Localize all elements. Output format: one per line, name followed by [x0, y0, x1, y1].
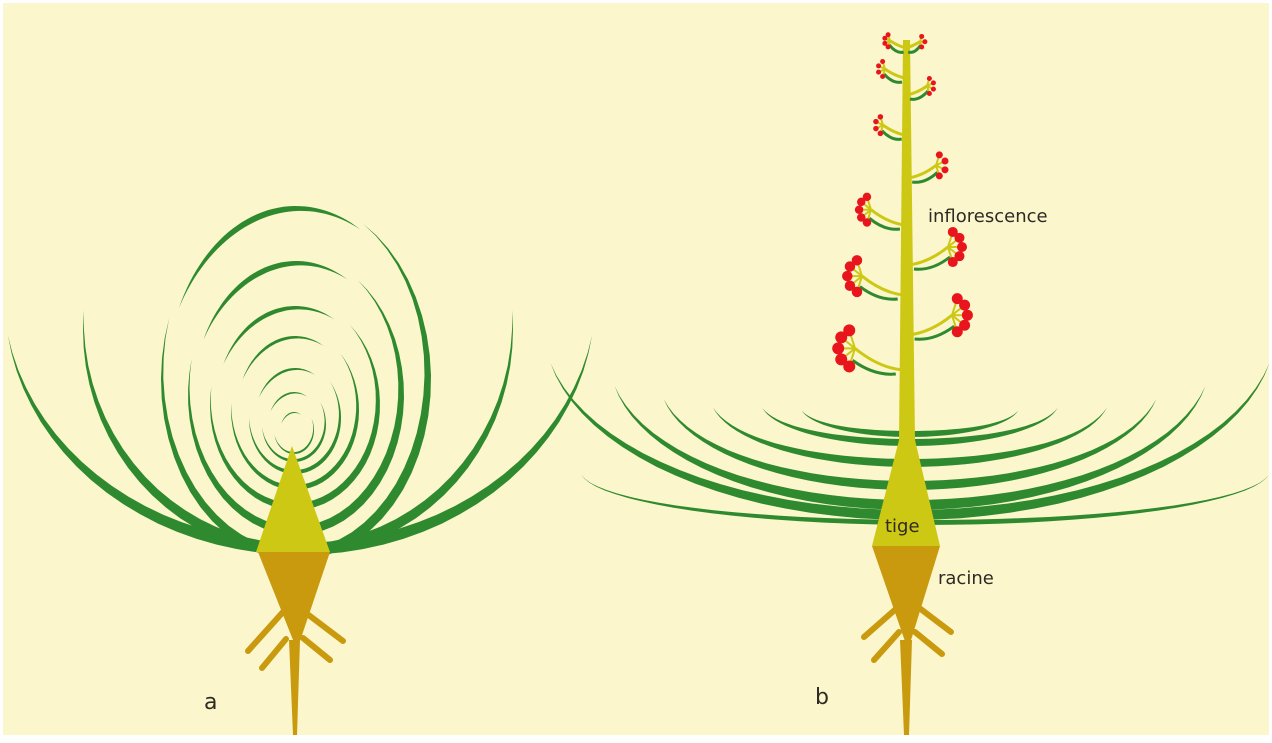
flower: [873, 126, 879, 132]
flower: [880, 74, 885, 79]
background: [3, 3, 1269, 735]
flower: [857, 198, 866, 207]
flower: [941, 166, 948, 173]
flower: [922, 39, 927, 44]
panel-a-letter: a: [204, 690, 217, 715]
flower: [852, 287, 863, 298]
flower: [876, 70, 881, 75]
flower: [880, 59, 885, 64]
flower: [863, 218, 872, 227]
flower: [876, 63, 881, 68]
flower: [927, 76, 932, 81]
root-label: racine: [938, 568, 994, 589]
inflorescence-label: inflorescence: [928, 206, 1048, 227]
flower: [832, 342, 844, 354]
flower: [882, 36, 887, 41]
flower: [873, 119, 879, 125]
flower: [957, 242, 967, 252]
flower: [931, 87, 936, 92]
flower: [962, 310, 973, 321]
flower: [855, 205, 864, 214]
flower: [919, 34, 924, 39]
flower: [919, 44, 924, 49]
flower: [927, 91, 932, 96]
flower: [878, 114, 884, 120]
flower: [843, 360, 855, 372]
flower: [936, 172, 943, 179]
flower: [954, 233, 964, 243]
flower: [878, 131, 884, 137]
flower: [931, 80, 936, 85]
flower: [845, 261, 856, 272]
panel-b-letter: b: [815, 685, 829, 710]
stem-label: tige: [885, 516, 920, 537]
flower: [941, 157, 948, 164]
flower: [842, 271, 853, 282]
flower: [948, 257, 958, 267]
flower: [835, 331, 847, 343]
flower: [936, 151, 943, 158]
flower: [959, 300, 970, 311]
flower: [886, 44, 891, 49]
flower: [952, 326, 963, 337]
